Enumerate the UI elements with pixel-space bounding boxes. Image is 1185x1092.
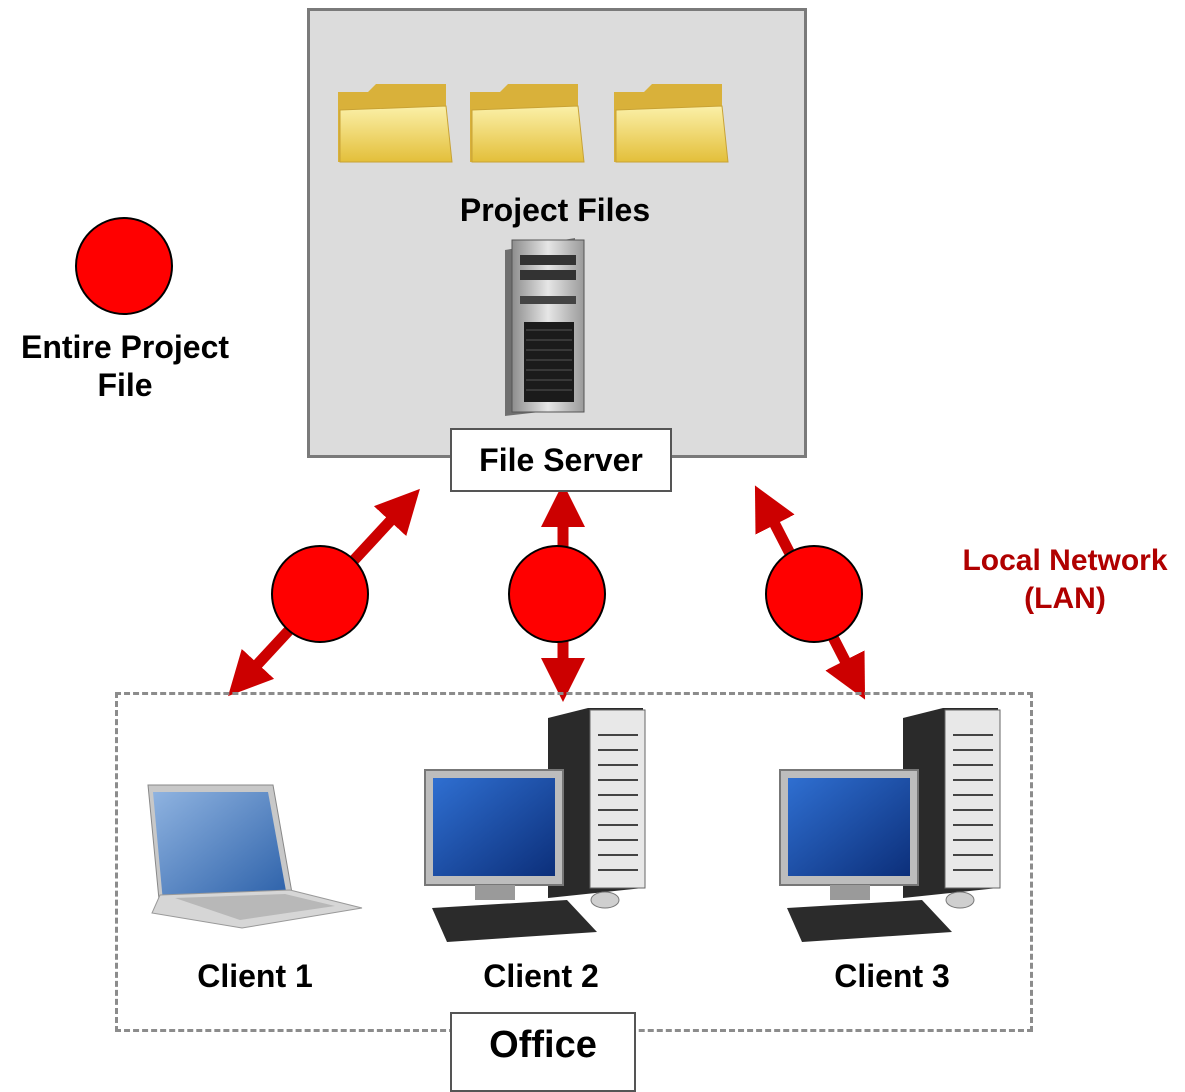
legend-packet-icon: [75, 217, 173, 315]
client-3-label: Client 3: [834, 958, 950, 994]
office-label: Office: [450, 1012, 636, 1092]
file-server-label: File Server: [450, 428, 672, 492]
folder-icon: [614, 84, 729, 163]
legend-label: Entire Project File: [0, 328, 250, 404]
server-tower-icon: [505, 238, 585, 416]
network-label-line2: (LAN): [1024, 582, 1106, 615]
folder-icon: [338, 84, 453, 163]
network-label-line1: Local Network: [962, 544, 1168, 577]
client-2-label: Client 2: [483, 958, 599, 994]
desktop-computer-icon: [779, 708, 1001, 942]
laptop-icon: [147, 784, 363, 929]
packet-icon: [508, 545, 606, 643]
legend-label-text: Entire Project File: [20, 329, 230, 403]
folder-icon: [470, 84, 585, 163]
desktop-computer-icon: [424, 708, 646, 942]
packet-icon: [271, 545, 369, 643]
project-files-label: Project Files: [459, 192, 651, 228]
network-label: Local Network (LAN): [920, 542, 1185, 618]
client-1-label: Client 1: [197, 958, 313, 994]
packet-icon: [765, 545, 863, 643]
